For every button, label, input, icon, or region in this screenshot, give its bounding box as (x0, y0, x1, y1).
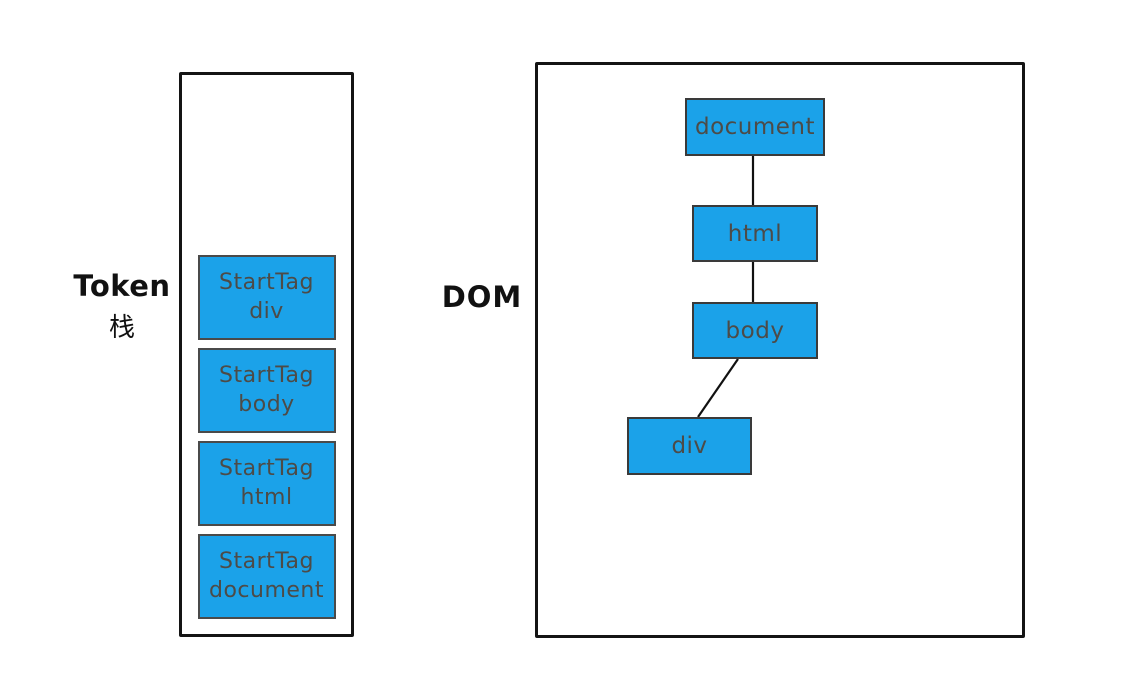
token-stack-container: StartTag div StartTag body StartTag html… (179, 72, 354, 637)
dom-node-body: body (692, 302, 818, 359)
token-line1: StartTag (219, 270, 314, 295)
token-line1: StartTag (219, 363, 314, 388)
token-line1: StartTag (219, 549, 314, 574)
dom-node-document: document (685, 98, 825, 156)
dom-label: DOM (441, 280, 523, 314)
edge-body-div (697, 358, 739, 418)
token-line2: div (249, 299, 284, 324)
token-line2: html (240, 485, 293, 510)
token-stack-item-starttag-html: StartTag html (197, 441, 336, 526)
token-stack-label-line1: Token (73, 269, 171, 303)
token-stack-item-starttag-document: StartTag document (197, 534, 336, 619)
token-stack-label-line2: 栈 (108, 313, 135, 343)
token-stack-item-starttag-div: StartTag div (197, 255, 336, 340)
token-stack-label: Token 栈 (62, 269, 182, 343)
dom-tree-container: document html body div (535, 62, 1025, 638)
dom-tree-edges (697, 156, 755, 418)
token-line1: StartTag (219, 456, 314, 481)
token-line2: document (209, 578, 324, 603)
token-line2: body (238, 392, 295, 417)
dom-node-div: div (627, 417, 752, 475)
token-stack-item-starttag-body: StartTag body (197, 348, 336, 433)
dom-node-html: html (692, 205, 818, 262)
